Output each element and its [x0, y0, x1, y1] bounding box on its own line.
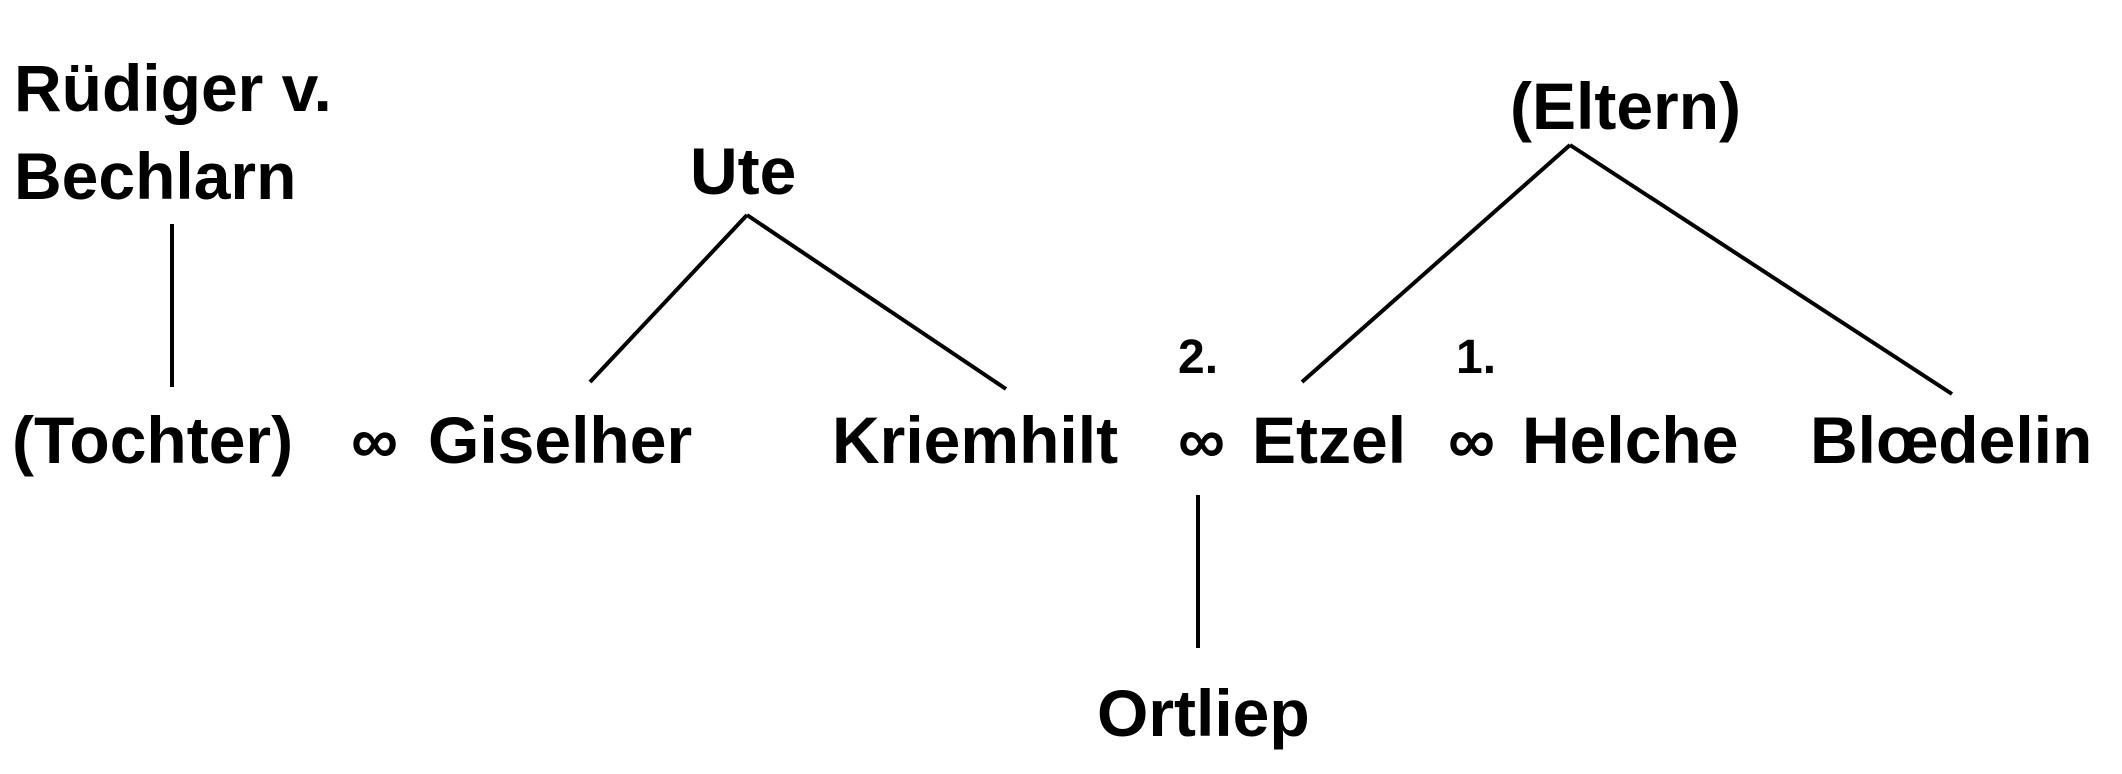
eltern-name: (Eltern)	[1510, 69, 1741, 143]
giselher-name: Giselher	[428, 403, 693, 477]
eltern-to-etzel-line	[1300, 143, 1572, 384]
marriage-order-1: 1.	[1456, 331, 1497, 384]
bloedelin-name: Blœdelin	[1810, 403, 2093, 477]
marriage-symbol-kriemhilt-etzel: ∞	[1178, 403, 1226, 477]
marriage-order-2: 2.	[1178, 331, 1219, 384]
ute-to-kriemhilt-line	[745, 213, 1008, 391]
marriage-symbol-tochter-giselher: ∞	[351, 403, 399, 477]
ruediger-name-line1: Rüdiger v.	[14, 51, 332, 125]
etzel-name: Etzel	[1252, 403, 1407, 477]
ute-to-giselher-line	[588, 213, 749, 384]
ruediger-name-line2: Bechlarn	[14, 139, 297, 213]
helche-name: Helche	[1522, 403, 1739, 477]
kriemhilt-name: Kriemhilt	[832, 403, 1119, 477]
eltern-to-bloedelin-line	[1568, 143, 1954, 396]
tochter-name: (Tochter)	[12, 403, 294, 477]
ute-name: Ute	[690, 134, 797, 208]
marriage-symbol-etzel-helche: ∞	[1448, 403, 1496, 477]
ortliep-name: Ortliep	[1097, 676, 1310, 750]
